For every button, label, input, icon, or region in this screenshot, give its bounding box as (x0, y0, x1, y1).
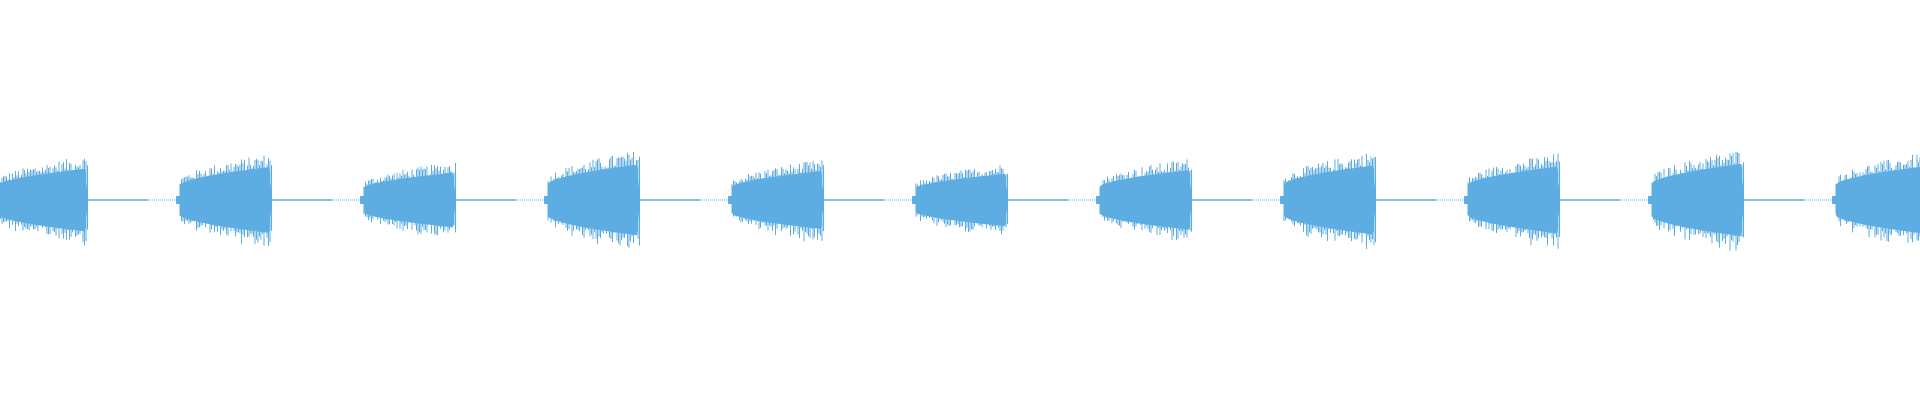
burst-onset (1464, 196, 1470, 204)
burst-onset (1832, 196, 1838, 204)
waveform-burst (1096, 159, 1252, 241)
burst-onset (1280, 196, 1286, 204)
burst-onset (728, 196, 734, 204)
waveform-burst (1464, 153, 1620, 249)
waveform-burst (1832, 154, 1920, 243)
waveform-burst (1280, 153, 1436, 249)
waveform-burst (1648, 151, 1804, 251)
waveform-burst (728, 160, 884, 242)
burst-onset (912, 196, 918, 204)
burst-onset (1096, 196, 1102, 204)
waveform-burst (176, 155, 332, 246)
waveform-burst (360, 163, 516, 236)
burst-onset (176, 196, 182, 204)
burst-onset (544, 196, 550, 204)
waveform-bursts (0, 151, 1920, 251)
waveform-burst (0, 158, 148, 246)
burst-onset (1648, 196, 1654, 204)
waveform-burst (912, 165, 1068, 235)
burst-onset (360, 196, 366, 204)
waveform-burst (544, 151, 700, 248)
